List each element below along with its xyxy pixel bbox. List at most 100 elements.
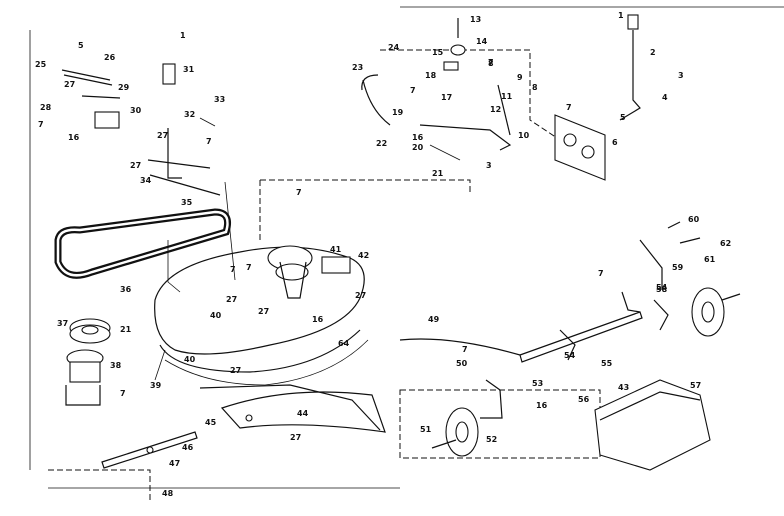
part-label-22: 22 bbox=[376, 139, 387, 148]
frame-lines bbox=[29, 6, 784, 489]
wheel-assembly bbox=[431, 221, 741, 471]
part-label-60: 60 bbox=[688, 215, 700, 224]
part-label-57: 57 bbox=[690, 381, 701, 390]
part-label-7-7: 7 bbox=[488, 58, 494, 67]
part-label-12: 12 bbox=[490, 105, 501, 114]
part-label-21-2: 21 bbox=[432, 169, 444, 178]
part-label-15: 15 bbox=[432, 48, 444, 57]
part-label-59: 59 bbox=[672, 263, 684, 272]
part-label-27-5: 27 bbox=[258, 307, 269, 316]
part-label-5: 5 bbox=[78, 41, 84, 50]
part-label-16-4: 16 bbox=[536, 401, 548, 410]
part-label-7-10: 7 bbox=[462, 345, 468, 354]
part-label-45: 45 bbox=[205, 418, 217, 427]
part-label-30: 30 bbox=[130, 106, 142, 115]
part-label-9: 9 bbox=[517, 73, 523, 82]
control-rod bbox=[399, 338, 521, 356]
part-label-51: 51 bbox=[420, 425, 432, 434]
part-label-8-2: 8 bbox=[488, 59, 494, 68]
dashed-boxes bbox=[48, 49, 601, 500]
drive-belt bbox=[54, 208, 232, 279]
part-label-7-5: 7 bbox=[246, 263, 252, 272]
part-label-28: 28 bbox=[40, 103, 52, 112]
part-label-36: 36 bbox=[120, 285, 132, 294]
part-label-40-2: 40 bbox=[184, 355, 196, 364]
part-label-1: 1 bbox=[180, 31, 186, 40]
part-label-16: 16 bbox=[68, 133, 80, 142]
part-label-62: 62 bbox=[720, 239, 731, 248]
lever-assembly bbox=[361, 14, 641, 181]
part-label-64: 64 bbox=[338, 339, 350, 348]
part-label-47: 47 bbox=[169, 459, 180, 468]
part-label-46: 46 bbox=[182, 443, 194, 452]
part-label-40: 40 bbox=[210, 311, 222, 320]
baffle bbox=[220, 391, 386, 433]
part-label-16-3: 16 bbox=[412, 133, 424, 142]
part-label-53: 53 bbox=[532, 379, 543, 388]
part-label-27-2: 27 bbox=[157, 131, 168, 140]
part-label-19: 19 bbox=[392, 108, 404, 117]
part-label-24: 24 bbox=[388, 43, 400, 52]
part-label-35: 35 bbox=[181, 198, 193, 207]
part-label-20: 20 bbox=[412, 143, 424, 152]
part-label-1-2: 1 bbox=[618, 11, 624, 20]
part-label-29: 29 bbox=[118, 83, 130, 92]
part-label-25: 25 bbox=[35, 60, 47, 69]
part-label-27-7: 27 bbox=[230, 366, 241, 375]
part-label-48: 48 bbox=[162, 489, 174, 498]
top-left-linkage bbox=[61, 63, 221, 196]
spindle-housing bbox=[267, 245, 351, 299]
part-label-7-4: 7 bbox=[230, 265, 236, 274]
part-label-54: 54 bbox=[564, 351, 576, 360]
part-label-55: 55 bbox=[601, 359, 613, 368]
part-label-3: 3 bbox=[678, 71, 684, 80]
part-label-27-4: 27 bbox=[226, 295, 237, 304]
part-label-16-2: 16 bbox=[312, 315, 324, 324]
part-label-27-8: 27 bbox=[290, 433, 301, 442]
part-label-2: 2 bbox=[650, 48, 656, 57]
part-label-11: 11 bbox=[501, 92, 513, 101]
part-label-37: 37 bbox=[57, 319, 68, 328]
part-label-3-2: 3 bbox=[486, 161, 492, 170]
part-label-61: 61 bbox=[704, 255, 716, 264]
part-label-23: 23 bbox=[352, 63, 363, 72]
part-label-7-3: 7 bbox=[296, 188, 302, 197]
part-label-4: 4 bbox=[662, 93, 668, 102]
part-label-10: 10 bbox=[518, 131, 530, 140]
part-label-6: 6 bbox=[612, 138, 618, 147]
part-label-50: 50 bbox=[456, 359, 468, 368]
part-label-7-11: 7 bbox=[120, 389, 126, 398]
part-label-8: 8 bbox=[532, 83, 538, 92]
part-label-32: 32 bbox=[184, 110, 195, 119]
part-label-39: 39 bbox=[150, 381, 162, 390]
part-label-33: 33 bbox=[214, 95, 225, 104]
part-label-49: 49 bbox=[428, 315, 440, 324]
part-label-56: 56 bbox=[578, 395, 590, 404]
part-label-13: 13 bbox=[470, 15, 481, 24]
part-label-17: 17 bbox=[441, 93, 452, 102]
part-label-18: 18 bbox=[425, 71, 437, 80]
part-label-5-2: 5 bbox=[620, 113, 626, 122]
blade bbox=[101, 431, 198, 469]
part-label-14: 14 bbox=[476, 37, 488, 46]
part-label-42: 42 bbox=[358, 251, 369, 260]
part-label-7: 7 bbox=[38, 120, 44, 129]
part-label-43: 43 bbox=[618, 383, 629, 392]
part-label-54-2: 54 bbox=[656, 283, 668, 292]
spindle-pulley bbox=[65, 318, 111, 406]
part-label-44: 44 bbox=[297, 409, 309, 418]
part-label-34: 34 bbox=[140, 176, 152, 185]
part-label-27: 27 bbox=[64, 80, 75, 89]
part-label-7-8: 7 bbox=[566, 103, 572, 112]
part-label-38: 38 bbox=[110, 361, 122, 370]
part-label-27-6: 27 bbox=[355, 291, 366, 300]
part-label-31: 31 bbox=[183, 65, 195, 74]
part-label-27-3: 27 bbox=[130, 161, 141, 170]
part-label-7-9: 7 bbox=[598, 269, 604, 278]
part-label-7-2: 7 bbox=[206, 137, 212, 146]
part-label-52: 52 bbox=[486, 435, 497, 444]
part-label-41: 41 bbox=[330, 245, 342, 254]
part-label-21: 21 bbox=[120, 325, 132, 334]
